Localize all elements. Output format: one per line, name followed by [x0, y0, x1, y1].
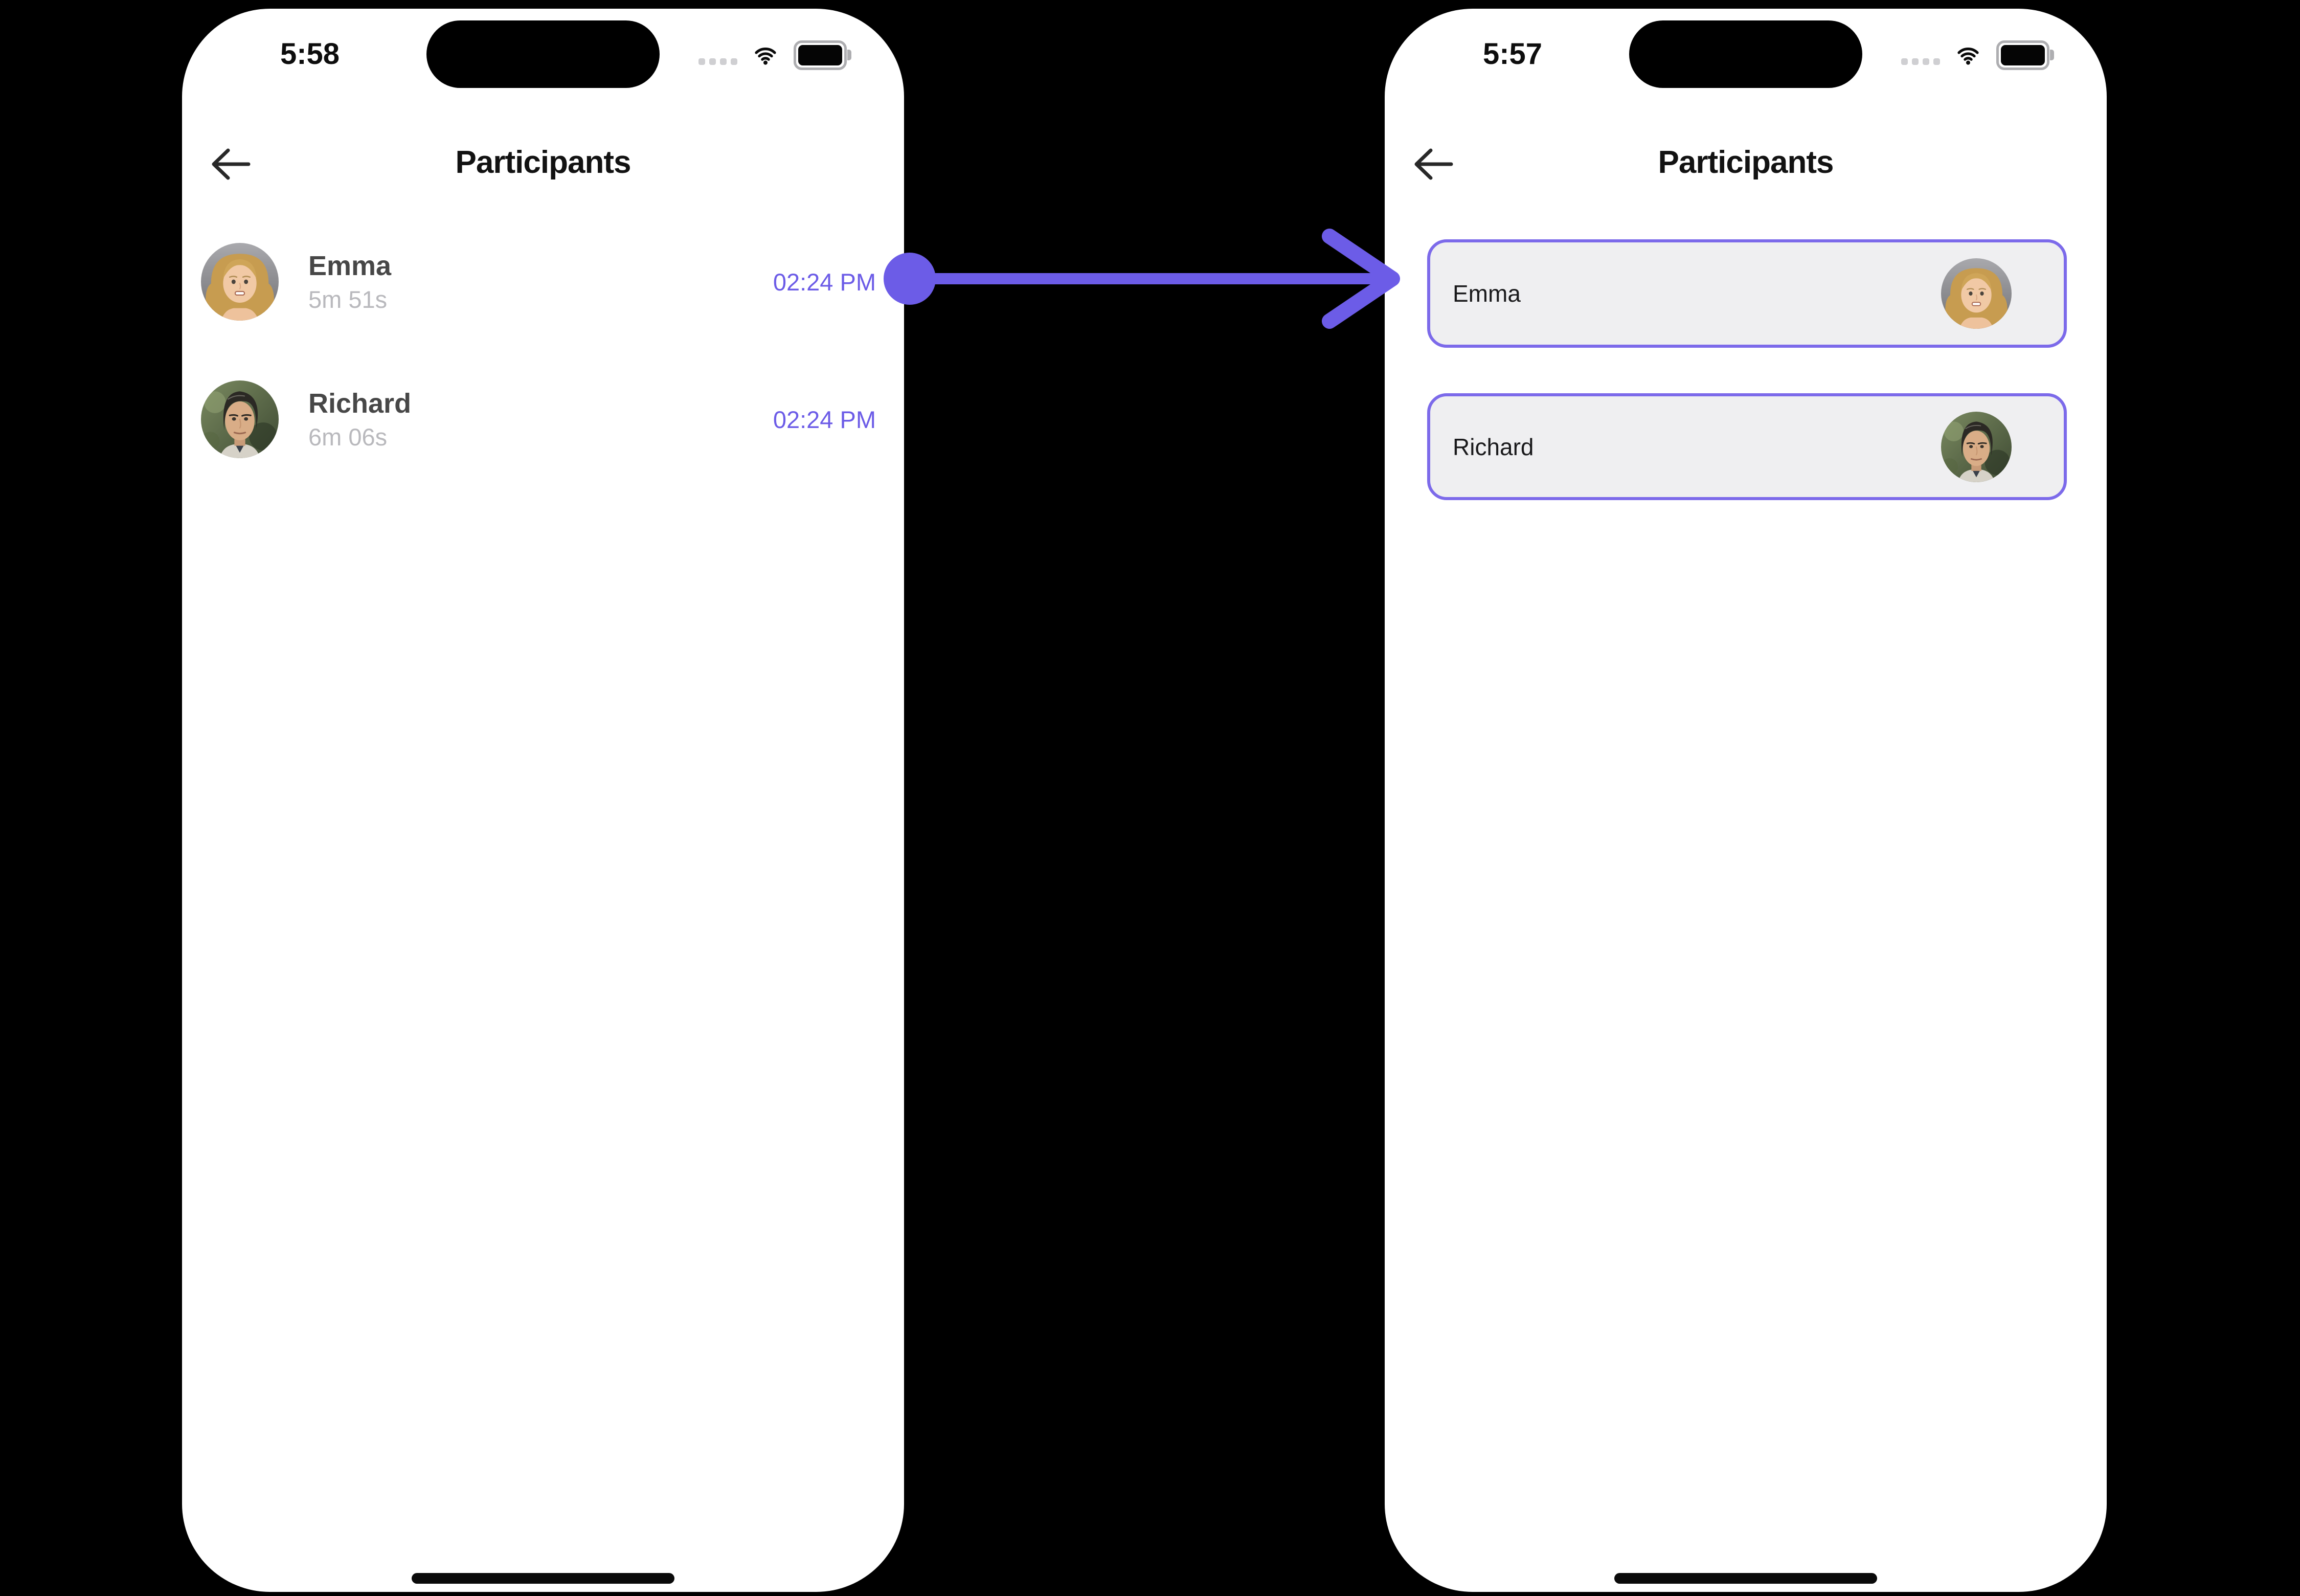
page-title: Participants [455, 145, 632, 180]
cellular-signal-dots-icon [698, 58, 737, 65]
participant-duration: 6m 06s [308, 423, 388, 451]
avatar [201, 380, 279, 458]
participant-duration: 5m 51s [308, 286, 388, 313]
back-arrow-icon [212, 148, 251, 179]
back-button[interactable] [1410, 141, 1459, 185]
home-indicator[interactable] [412, 1573, 674, 1584]
cellular-signal-dots-icon [1901, 58, 1940, 65]
battery-icon [794, 40, 851, 70]
participant-name: Emma [308, 251, 392, 281]
back-arrow-icon [1414, 148, 1453, 179]
avatar [201, 243, 279, 321]
avatar [1941, 258, 2012, 329]
participant-row[interactable]: Emma 5m 51s 02:24 PM [201, 243, 876, 321]
wifi-icon [751, 43, 780, 67]
back-button[interactable] [208, 141, 257, 185]
participant-name: Richard [1453, 433, 1534, 460]
participant-name: Emma [1453, 280, 1521, 307]
page-title: Participants [1658, 145, 1834, 180]
status-time: 5:57 [1482, 37, 1543, 71]
participant-name: Richard [308, 388, 412, 419]
participant-card[interactable]: Emma [1427, 239, 2067, 348]
dynamic-island-notch [426, 20, 660, 88]
flow-arrow [884, 229, 1400, 329]
phone-left: 5:58 Participants Emma 5m 51s 02:24 PM [182, 9, 904, 1592]
status-icons [1901, 37, 2054, 73]
participant-row[interactable]: Richard 6m 06s 02:24 PM [201, 380, 876, 458]
home-indicator[interactable] [1614, 1573, 1877, 1584]
participant-info: Emma 5m 51s [308, 251, 773, 312]
battery-icon [1996, 40, 2054, 70]
status-icons [698, 37, 851, 73]
participant-timestamp: 02:24 PM [773, 268, 876, 296]
participant-card[interactable]: Richard [1427, 393, 2067, 500]
participant-info: Richard 6m 06s [308, 389, 773, 450]
participant-timestamp: 02:24 PM [773, 406, 876, 433]
wifi-icon [1953, 43, 1983, 67]
status-time: 5:58 [280, 37, 340, 71]
phone-right: 5:57 Participants Emma Richard [1385, 9, 2107, 1592]
avatar [1941, 411, 2012, 482]
dynamic-island-notch [1629, 20, 1862, 88]
